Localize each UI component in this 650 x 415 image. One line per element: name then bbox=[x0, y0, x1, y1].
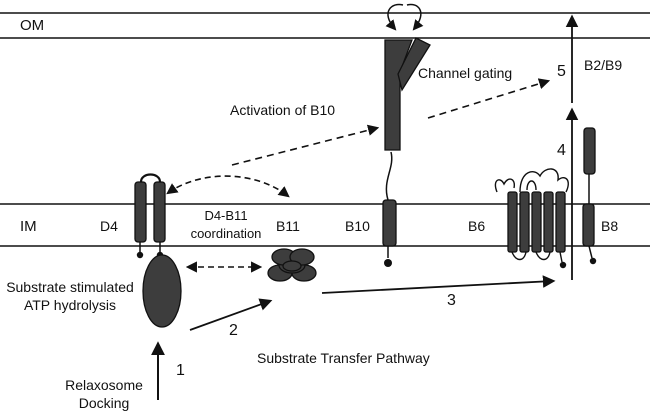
b10-label: B10 bbox=[345, 218, 370, 234]
d4-protein bbox=[134, 173, 182, 328]
d4-b11-label-line1: D4-B11 bbox=[204, 208, 247, 223]
d4-b11-coordination-arrow bbox=[166, 175, 290, 198]
atp-label-line1: Substrate stimulated bbox=[6, 279, 134, 295]
step3-arrow bbox=[321, 275, 556, 294]
step-5-number: 5 bbox=[557, 63, 566, 80]
b2-b9-label: B2/B9 bbox=[584, 57, 622, 73]
om-label: OM bbox=[20, 17, 44, 34]
d4-label: D4 bbox=[100, 218, 118, 234]
b8-protein bbox=[582, 127, 597, 265]
d4-b11-label-line2: coordination bbox=[191, 226, 262, 241]
step-2-number: 2 bbox=[229, 322, 238, 339]
activation-label: Activation of B10 bbox=[230, 102, 335, 118]
outer-membrane bbox=[0, 12, 650, 39]
im-label: IM bbox=[20, 218, 37, 235]
pathway-label: Substrate Transfer Pathway bbox=[257, 350, 430, 366]
step-1-number: 1 bbox=[176, 362, 185, 379]
inner-membrane bbox=[0, 203, 650, 247]
step-3-number: 3 bbox=[447, 292, 456, 309]
b11-label: B11 bbox=[276, 218, 300, 234]
b11-protein bbox=[267, 248, 317, 282]
b8-label: B8 bbox=[601, 218, 618, 234]
relaxosome-label-line1: Relaxosome bbox=[65, 377, 143, 393]
b10-protein bbox=[382, 151, 397, 267]
channel-gating-label: Channel gating bbox=[418, 65, 512, 81]
atp-label-line2: ATP hydrolysis bbox=[24, 297, 116, 313]
b6-protein bbox=[494, 168, 569, 269]
channel-protein bbox=[384, 3, 431, 151]
b6-label: B6 bbox=[468, 218, 485, 234]
step-4-number: 4 bbox=[557, 142, 566, 159]
step5-dashed-arrow bbox=[427, 78, 551, 119]
activation-arrow bbox=[231, 124, 380, 166]
relaxosome-label-line2: Docking bbox=[79, 395, 130, 411]
step2-arrow bbox=[189, 298, 273, 331]
